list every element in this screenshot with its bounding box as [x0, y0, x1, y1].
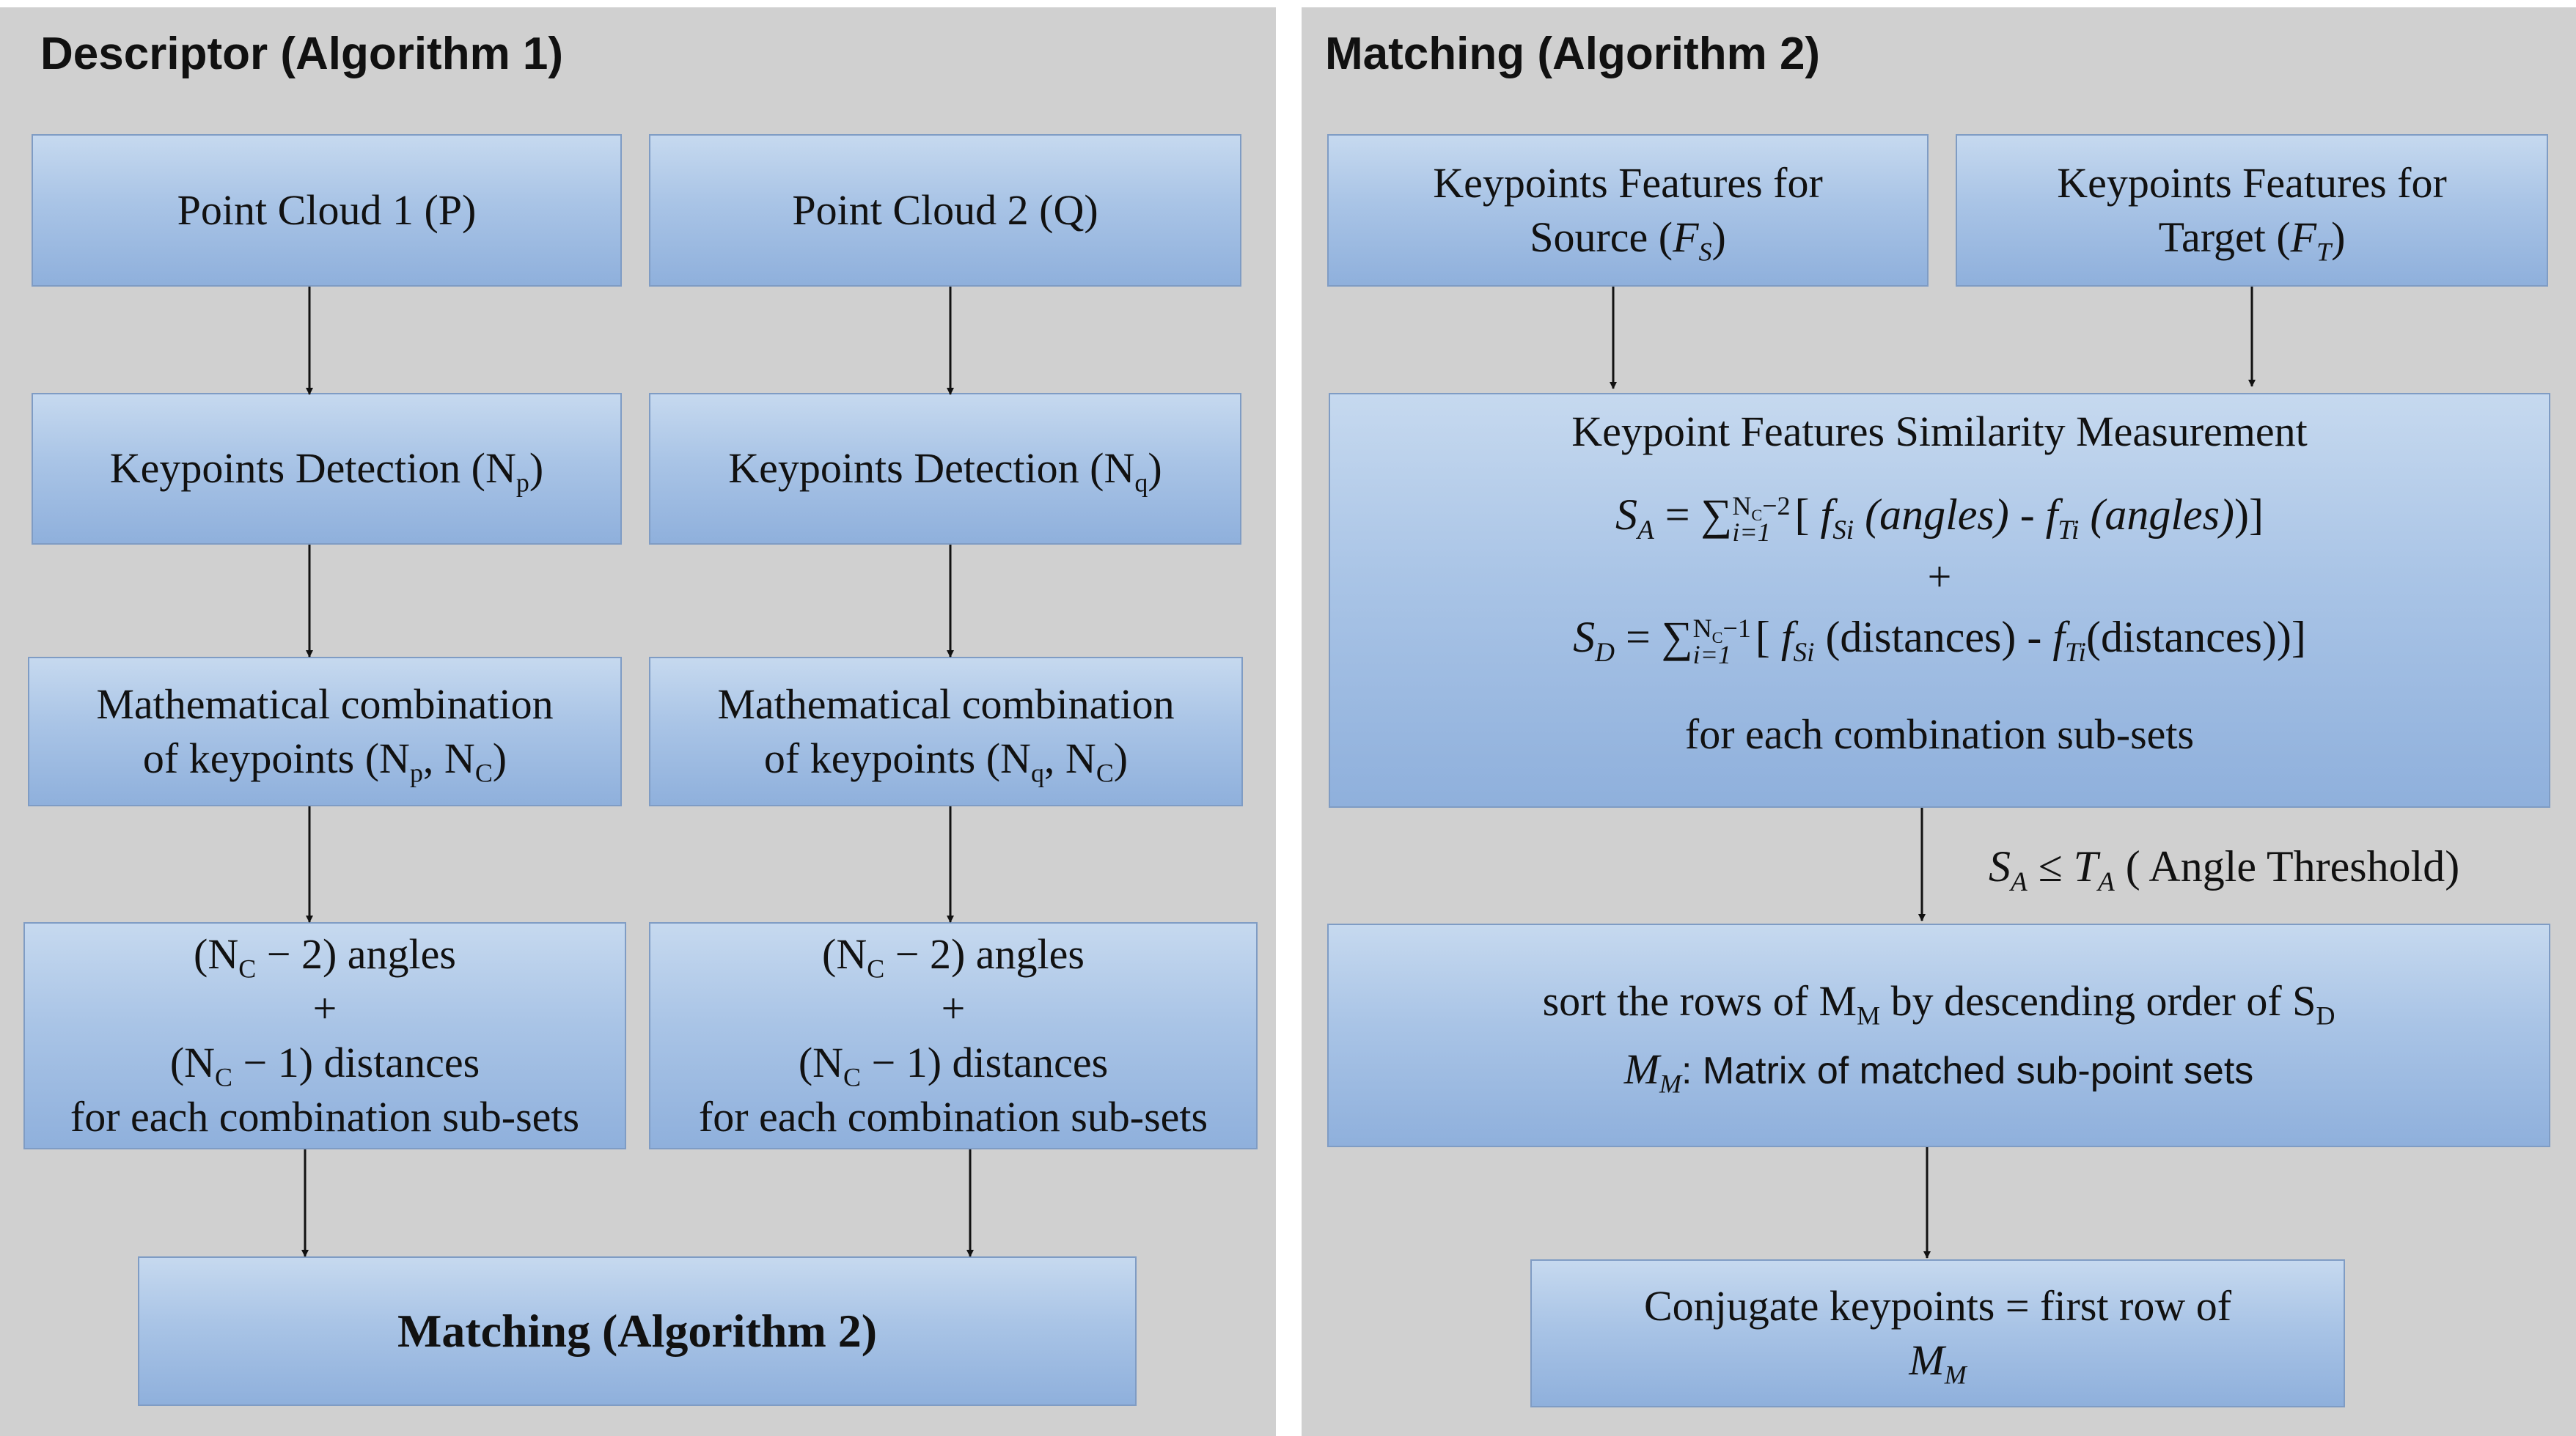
plus-q-line: +	[941, 984, 966, 1032]
combination-p-box: Mathematical combination of keypoints (N…	[28, 657, 622, 806]
sort-rows-box: sort the rows of MM by descending order …	[1327, 924, 2550, 1147]
features-q-box: (NC − 2) angles + (NC − 1) distances for…	[649, 922, 1258, 1149]
source-features-line1: Keypoints Features for	[1433, 158, 1823, 207]
plus-p-line: +	[312, 984, 337, 1032]
source-features-line2: Source (FS)	[1530, 213, 1726, 267]
point-cloud-2-label: Point Cloud 2 (Q)	[792, 185, 1098, 234]
point-cloud-1-box: Point Cloud 1 (P)	[32, 134, 622, 287]
sort-rows-line: sort the rows of MM by descending order …	[1542, 977, 2335, 1031]
angles-q-line: (NC − 2) angles	[822, 929, 1085, 984]
keypoints-detection-p-label: Keypoints Detection (Np)	[109, 444, 544, 498]
each-subset-q-line: for each combination sub-sets	[698, 1093, 1208, 1141]
descriptor-panel-title: Descriptor (Algorithm 1)	[40, 29, 564, 79]
point-cloud-1-label: Point Cloud 1 (P)	[177, 185, 477, 234]
distances-q-line: (NC − 1) distances	[798, 1039, 1109, 1092]
angle-threshold-label: SA ≤ TA ( Angle Threshold)	[1989, 842, 2460, 897]
each-subset-p-line: for each combination sub-sets	[70, 1093, 580, 1141]
combination-q-line1: Mathematical combination	[717, 680, 1175, 728]
features-p-box: (NC − 2) angles + (NC − 1) distances for…	[23, 922, 626, 1149]
target-features-line1: Keypoints Features for	[2057, 158, 2447, 207]
matching-algorithm-box: Matching (Algorithm 2)	[138, 1256, 1137, 1406]
plus-line: +	[1927, 553, 1952, 601]
matching-algorithm-label: Matching (Algorithm 2)	[397, 1305, 878, 1358]
distances-p-line: (NC − 1) distances	[169, 1039, 480, 1092]
point-cloud-2-box: Point Cloud 2 (Q)	[649, 134, 1241, 287]
source-features-box: Keypoints Features for Source (FS)	[1327, 134, 1929, 287]
keypoints-detection-q-box: Keypoints Detection (Nq)	[649, 393, 1241, 545]
conjugate-keypoints-line2: MM	[1909, 1336, 1967, 1390]
conjugate-keypoints-box: Conjugate keypoints = first row of MM	[1530, 1259, 2345, 1407]
keypoints-detection-p-box: Keypoints Detection (Np)	[32, 393, 622, 545]
angles-p-line: (NC − 2) angles	[194, 929, 456, 984]
combination-q-line2: of keypoints (Nq, NC)	[763, 734, 1129, 788]
target-features-line2: Target (FT)	[2158, 213, 2346, 267]
matching-panel-title: Matching (Algorithm 2)	[1325, 29, 1821, 79]
similarity-each-subset: for each combination sub-sets	[1684, 710, 2195, 758]
similarity-measurement-box: Keypoint Features Similarity Measurement…	[1329, 393, 2550, 808]
keypoints-detection-q-label: Keypoints Detection (Nq)	[728, 444, 1162, 498]
combination-q-box: Mathematical combination of keypoints (N…	[649, 657, 1243, 806]
conjugate-keypoints-line1: Conjugate keypoints = first row of	[1643, 1281, 2232, 1330]
matrix-definition-line: MM: Matrix of matched sub-point sets	[1623, 1045, 2254, 1099]
combination-p-line1: Mathematical combination	[96, 680, 554, 728]
target-features-box: Keypoints Features for Target (FT)	[1956, 134, 2548, 287]
similarity-title: Keypoint Features Similarity Measurement	[1571, 408, 2308, 455]
combination-p-line2: of keypoints (Np, NC)	[142, 734, 507, 788]
